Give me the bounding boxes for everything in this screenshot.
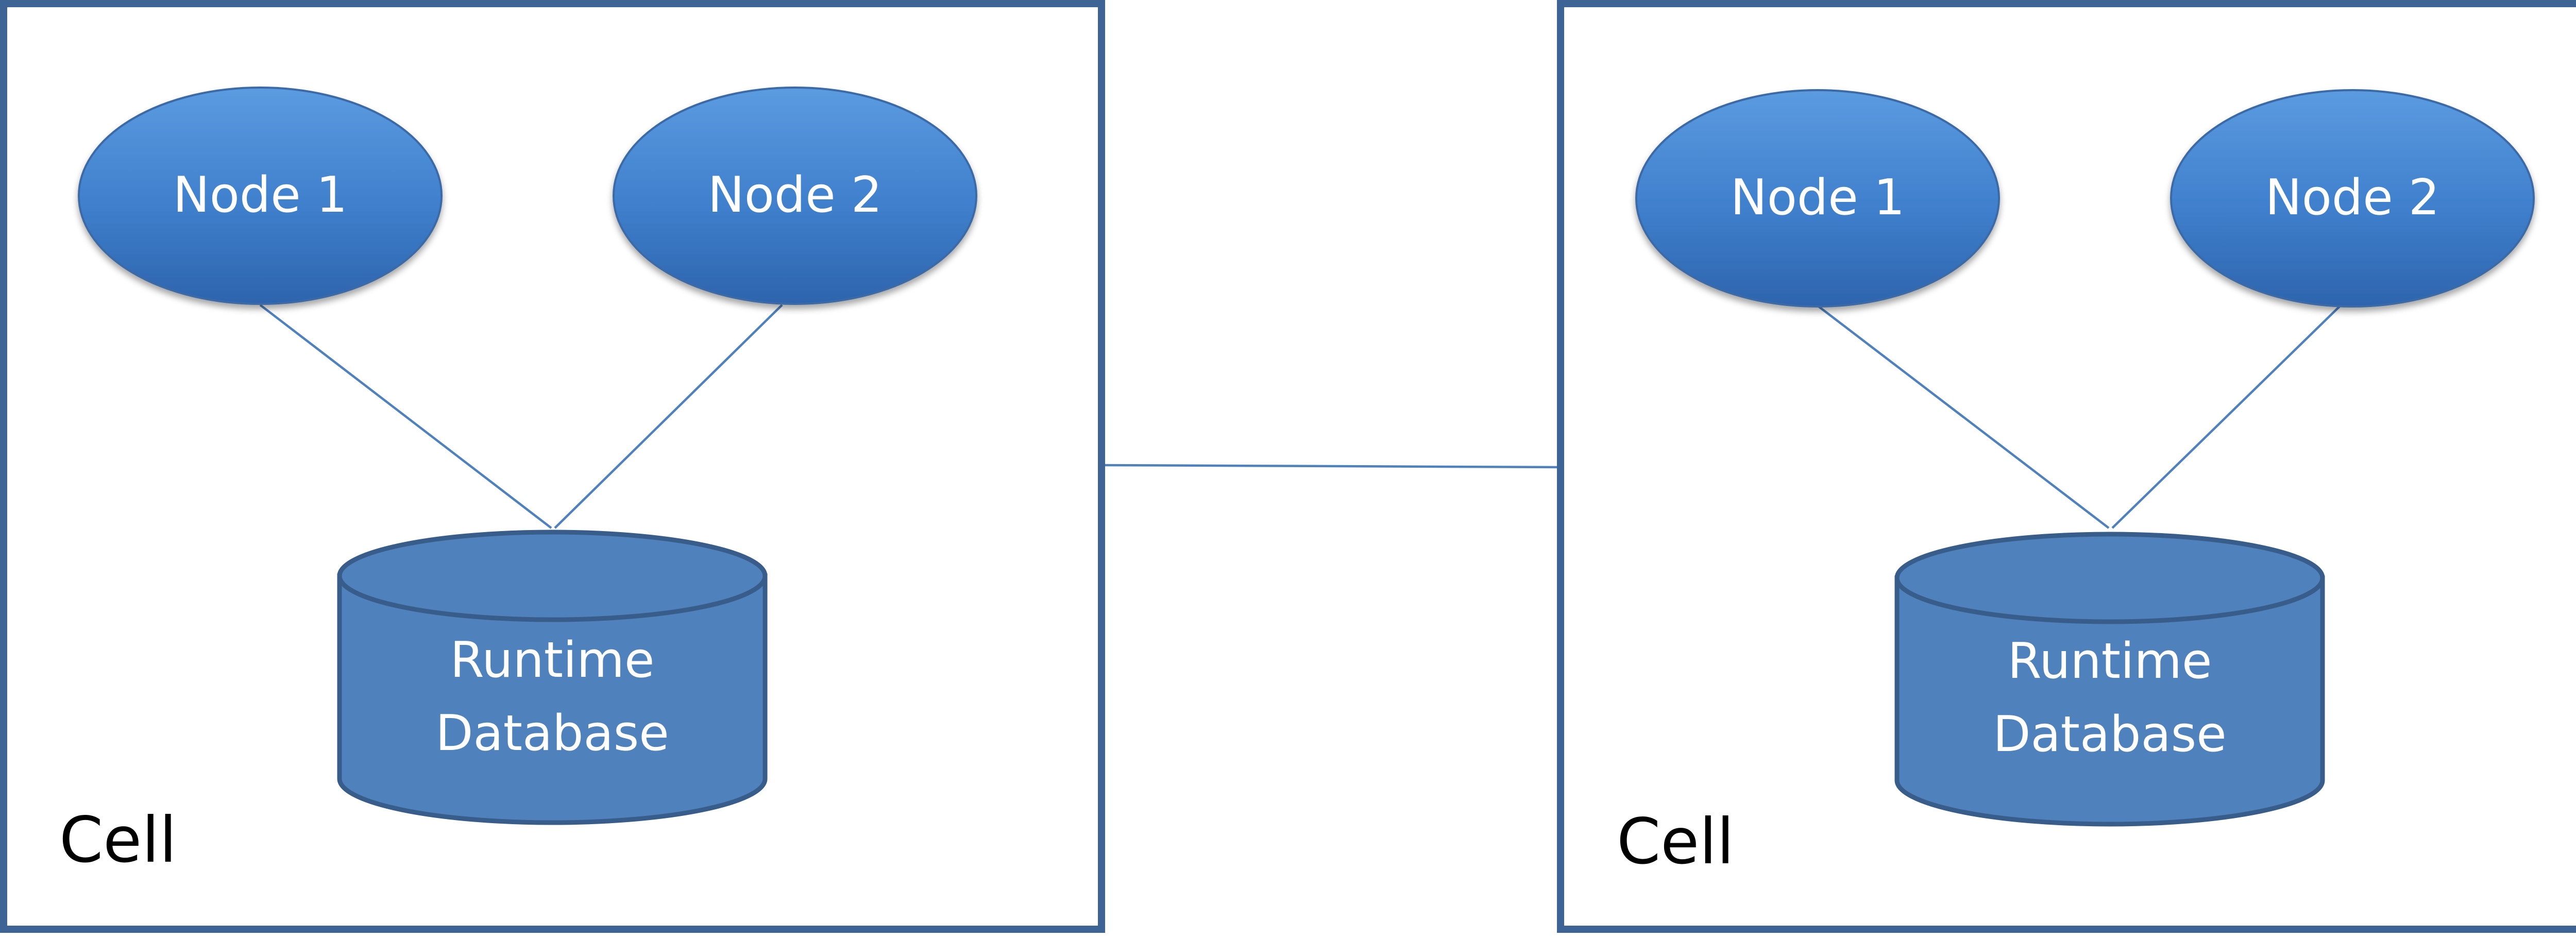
cell-1-node-2-connector (554, 304, 783, 529)
node-ellipse (1635, 89, 2000, 308)
cell-2-label: Cell (1617, 805, 1734, 878)
node-label: Node 2 (708, 167, 883, 224)
cell-1-runtime-database: Runtime Database (337, 530, 768, 825)
node-ellipse (2170, 89, 2535, 308)
database-cylinder-body (1894, 575, 2325, 827)
node-label: Node 1 (173, 167, 348, 224)
database-cylinder-top (337, 530, 768, 622)
cell-1-node-1-connector (259, 304, 552, 529)
cell-2-node-2-connector (2111, 305, 2341, 529)
cell-2-node-1: Node 1 (1635, 89, 2000, 308)
cell-1: Node 1 Node 2 Runtime Database Cell (0, 0, 1105, 933)
database-cylinder-top (1894, 532, 2325, 624)
cell-2-runtime-database: Runtime Database (1894, 532, 2325, 827)
cell-2-node-1-connector (1818, 305, 2110, 529)
node-label: Node 1 (1731, 169, 1905, 226)
cell-2-node-2: Node 2 (2170, 89, 2535, 308)
cell-link-line (1101, 464, 1561, 469)
node-label: Node 2 (2265, 169, 2440, 226)
cell-1-label: Cell (59, 804, 177, 877)
database-cylinder-body (337, 573, 768, 825)
node-ellipse (613, 87, 977, 305)
cell-2: Node 1 Node 2 Runtime Database Cell (1557, 0, 2576, 933)
database-label-line-1: Runtime (2008, 633, 2212, 690)
cell-1-node-2: Node 2 (613, 87, 977, 305)
database-label-line-2: Database (1993, 706, 2226, 763)
database-label-line-1: Runtime (450, 632, 655, 689)
database-label-line-2: Database (435, 705, 669, 762)
node-ellipse (78, 87, 443, 305)
cell-1-node-1: Node 1 (78, 87, 443, 305)
